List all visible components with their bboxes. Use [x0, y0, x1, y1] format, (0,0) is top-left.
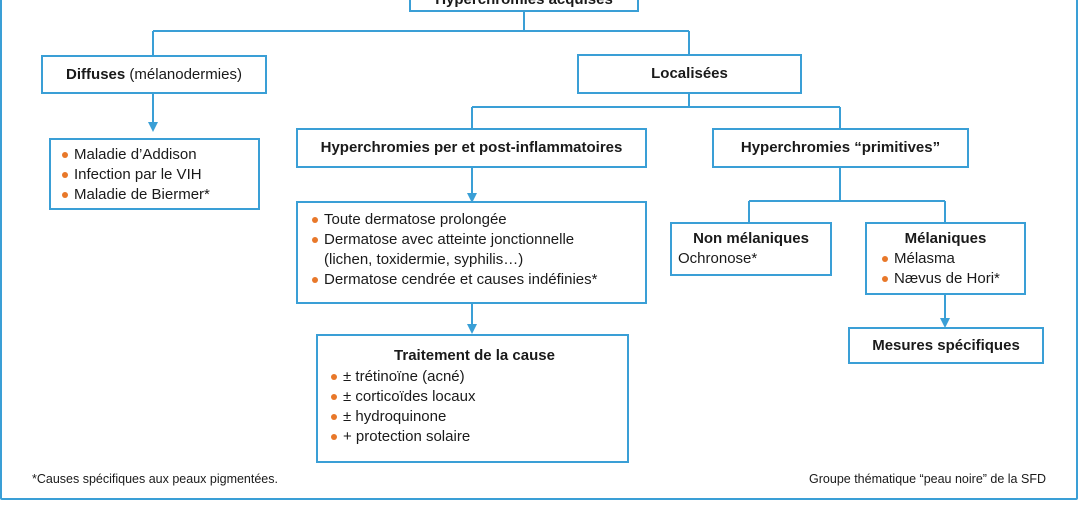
non-melaniques-box: Non mélaniques Ochronose* — [670, 222, 832, 276]
primitives-label: Hyperchromies “primitives” — [740, 139, 941, 156]
primitives-box: Hyperchromies “primitives” — [712, 128, 969, 168]
list-item: ± hydroquinone — [330, 407, 619, 427]
list-item: Maladie d’Addison — [61, 145, 250, 165]
root-label: Hyperchromies acquises — [435, 0, 613, 10]
list-item: Toute dermatose prolongée — [311, 210, 637, 230]
mesures-box: Mesures spécifiques — [848, 327, 1044, 364]
traitement-box: Traitement de la cause ± trétinoïne (acn… — [316, 334, 629, 463]
list-item: ± corticoïdes locaux — [330, 387, 619, 407]
list-item: Dermatose avec atteinte jonctionnelle — [311, 230, 637, 250]
post-inflam-list-box: Toute dermatose prolongée Dermatose avec… — [296, 201, 647, 304]
diagram-frame — [0, 0, 1078, 500]
list-item: Nævus de Hori* — [881, 269, 1018, 289]
localisees-box: Localisées — [577, 54, 802, 94]
root-box: Hyperchromies acquises — [409, 0, 639, 12]
melaniques-list: Mélasma Nævus de Hori* — [881, 249, 1018, 289]
footnote-left: *Causes spécifiques aux peaux pigmentées… — [32, 472, 278, 486]
list-item: ± trétinoïne (acné) — [330, 367, 619, 387]
list-item: Maladie de Biermer* — [61, 185, 250, 205]
list-item: Infection par le VIH — [61, 165, 250, 185]
diffuses-list-box: Maladie d’Addison Infection par le VIH M… — [49, 138, 260, 210]
diffuses-label-rest: (mélanodermies) — [125, 65, 242, 83]
traitement-head: Traitement de la cause — [394, 347, 555, 364]
list-item-continuation: (lichen, toxidermie, syphilis…) — [324, 251, 524, 268]
post-inflam-label: Hyperchromies per et post-inflammatoires — [320, 139, 623, 156]
non-melaniques-text: Ochronose* — [678, 250, 758, 267]
diffuses-list: Maladie d’Addison Infection par le VIH M… — [61, 145, 250, 205]
footnote-right: Groupe thématique “peau noire” de la SFD — [809, 472, 1046, 486]
diffuses-label-bold: Diffuses — [66, 65, 126, 83]
localisees-label: Localisées — [651, 65, 728, 82]
post-inflam-list: Toute dermatose prolongée Dermatose avec… — [311, 210, 637, 290]
list-item: + protection solaire — [330, 427, 619, 447]
non-melaniques-head: Non mélaniques — [693, 230, 809, 247]
list-item: Mélasma — [881, 249, 1018, 269]
list-item: Dermatose cendrée et causes indéfinies* — [311, 270, 637, 290]
diffuses-box: Diffuses (mélanodermies) — [41, 55, 267, 94]
melaniques-box: Mélaniques Mélasma Nævus de Hori* — [865, 222, 1026, 295]
mesures-label: Mesures spécifiques — [872, 336, 1020, 354]
melaniques-head: Mélaniques — [904, 230, 987, 247]
post-inflam-box: Hyperchromies per et post-inflammatoires — [296, 128, 647, 168]
traitement-list: ± trétinoïne (acné) ± corticoïdes locaux… — [330, 367, 619, 447]
